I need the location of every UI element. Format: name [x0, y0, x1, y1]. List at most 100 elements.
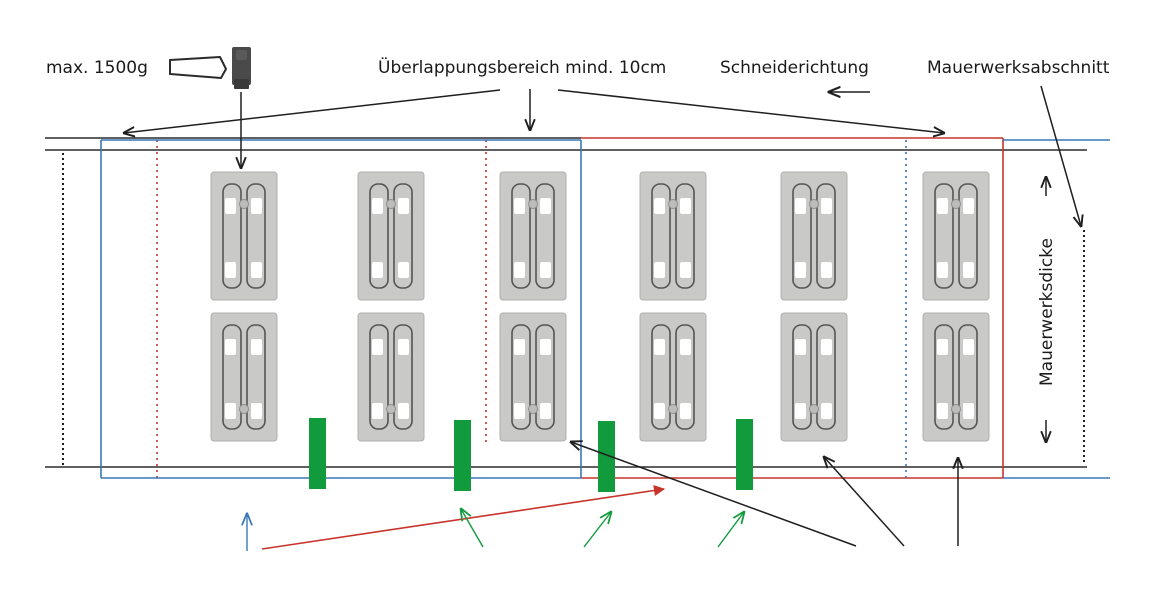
plate-body: [210, 312, 278, 442]
plate-hole: [821, 262, 832, 278]
plate-channel: [934, 183, 954, 289]
plate-channel: [535, 324, 555, 430]
plate-dimple: [951, 404, 961, 414]
plate-hole: [795, 262, 806, 278]
plate-hole: [680, 339, 691, 355]
plate-body: [639, 171, 707, 301]
wedge-arrow-2: [583, 512, 611, 548]
plate-dimple: [239, 199, 249, 209]
plate-dimple: [951, 199, 961, 209]
plate-channel: [535, 183, 555, 289]
hammer-weight-label: max. 1500g: [46, 58, 148, 78]
plate-channel: [958, 324, 978, 430]
plate-hole: [514, 403, 525, 419]
plate-hole: [225, 339, 236, 355]
wedge: [598, 421, 615, 492]
plate-body: [210, 171, 278, 301]
plate-hole: [795, 339, 806, 355]
plate-hole: [963, 339, 974, 355]
plate-hole: [372, 262, 383, 278]
plate-channel: [369, 183, 389, 289]
plate-hole: [795, 403, 806, 419]
slide-plate: [210, 312, 278, 442]
plate-channel: [675, 324, 695, 430]
plate-channel: [246, 324, 266, 430]
slide-plate: [780, 312, 848, 442]
section-blue: [100, 139, 1110, 479]
plate-hole: [372, 198, 383, 214]
plate-hole: [963, 198, 974, 214]
wedges: [309, 418, 753, 492]
plate-hole: [937, 262, 948, 278]
plate-hole: [251, 339, 262, 355]
plate-channel: [369, 324, 389, 430]
overlap-arrow-left: [124, 89, 501, 133]
plate-hole: [540, 198, 551, 214]
slide-plate: [210, 171, 278, 301]
plate-channel: [222, 324, 242, 430]
wall-lines: [45, 137, 1087, 468]
plate-channel: [675, 183, 695, 289]
slide-plate: [780, 171, 848, 301]
plate-channel: [816, 183, 836, 289]
wall-section-arrow: [1040, 85, 1081, 226]
plate-channel: [651, 324, 671, 430]
plate-hole: [251, 198, 262, 214]
plate-hole: [514, 198, 525, 214]
plate-channel: [792, 324, 812, 430]
plate-hole: [937, 403, 948, 419]
wedge-arrow-3: [717, 512, 744, 548]
hammer-icon: [169, 47, 251, 89]
plate-channel: [816, 324, 836, 430]
plate-body: [780, 312, 848, 442]
plate-hole: [225, 262, 236, 278]
plate-body: [922, 171, 990, 301]
plate-hole: [937, 339, 948, 355]
plate-hole: [680, 403, 691, 419]
plate-hole: [251, 262, 262, 278]
plate-hole: [680, 198, 691, 214]
plate-hole: [398, 198, 409, 214]
plate-channel: [792, 183, 812, 289]
plate-hole: [937, 198, 948, 214]
plate-body: [922, 312, 990, 442]
plate-hole: [398, 403, 409, 419]
plate-channel: [222, 183, 242, 289]
plate-dimple: [528, 404, 538, 414]
wedge-arrow-1: [461, 509, 484, 548]
plate-channel: [393, 183, 413, 289]
red-section-arrow: [261, 484, 666, 550]
wall-section-label: Mauerwerksabschnitt: [927, 58, 1110, 78]
plate-channel: [246, 183, 266, 289]
plate-hole: [372, 339, 383, 355]
slide-plate: [357, 312, 425, 442]
plate-hole: [821, 339, 832, 355]
plate-hole: [821, 403, 832, 419]
section-red: [156, 137, 1004, 479]
wedge: [454, 420, 471, 491]
plate-hole: [225, 403, 236, 419]
annotation-arrows: [124, 85, 1081, 547]
plate-hole: [540, 262, 551, 278]
plate-hole: [514, 262, 525, 278]
wedge: [736, 419, 753, 490]
plate-hole: [540, 403, 551, 419]
plate-channel: [511, 324, 531, 430]
slide-plate: [922, 171, 990, 301]
plate-arrow-1: [571, 442, 857, 547]
plate-hole: [821, 198, 832, 214]
plate-body: [357, 312, 425, 442]
plate-hole: [251, 403, 262, 419]
plate-body: [780, 171, 848, 301]
plate-dimple: [809, 199, 819, 209]
plate-body: [357, 171, 425, 301]
plate-body: [499, 171, 567, 301]
slide-plate: [357, 171, 425, 301]
plate-channel: [651, 183, 671, 289]
overlap-arrow-right: [557, 89, 944, 133]
plate-hole: [398, 262, 409, 278]
slide-plate: [639, 171, 707, 301]
plate-dimple: [386, 404, 396, 414]
plate-hole: [398, 339, 409, 355]
